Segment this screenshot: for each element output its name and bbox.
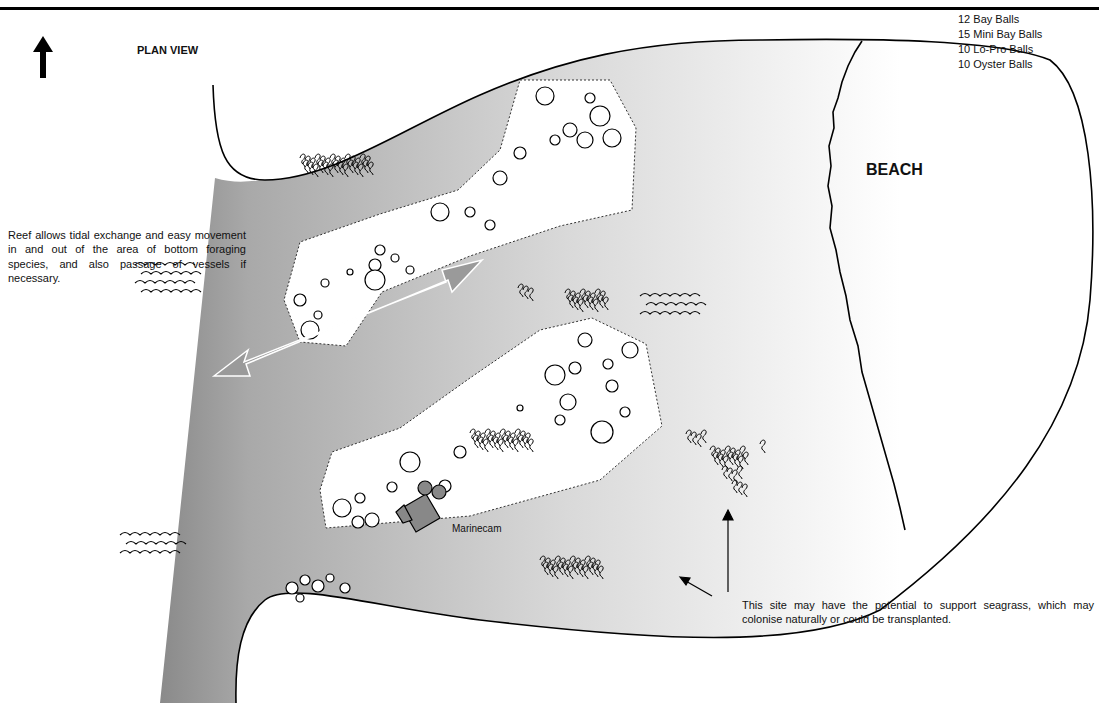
camera-label: Marinecam — [452, 522, 532, 535]
ball-count: 12 Bay Balls — [958, 12, 1093, 26]
view-title: PLAN VIEW — [137, 43, 277, 57]
beach-label: BEACH — [866, 160, 956, 181]
ball-count: 10 Lo-Pro Balls — [958, 42, 1093, 56]
reef-patch — [284, 80, 636, 346]
seagrass — [300, 154, 765, 579]
reef-patch — [320, 318, 662, 528]
waves — [120, 263, 706, 554]
seagrass-note: This site may have the potential to supp… — [742, 598, 1094, 627]
ball-count: 10 Oyster Balls — [958, 57, 1093, 71]
leader-arrows — [680, 510, 733, 596]
reef-balls — [286, 87, 638, 602]
tidal-exchange-arrow — [214, 260, 482, 376]
top-rule — [0, 7, 1099, 10]
beach-line — [828, 41, 905, 530]
ball-count: 15 Mini Bay Balls — [958, 27, 1093, 41]
tidal-note: Reef allows tidal exchange and easy move… — [8, 228, 246, 285]
north-arrow — [33, 36, 53, 78]
marinecam-icon — [396, 481, 446, 532]
